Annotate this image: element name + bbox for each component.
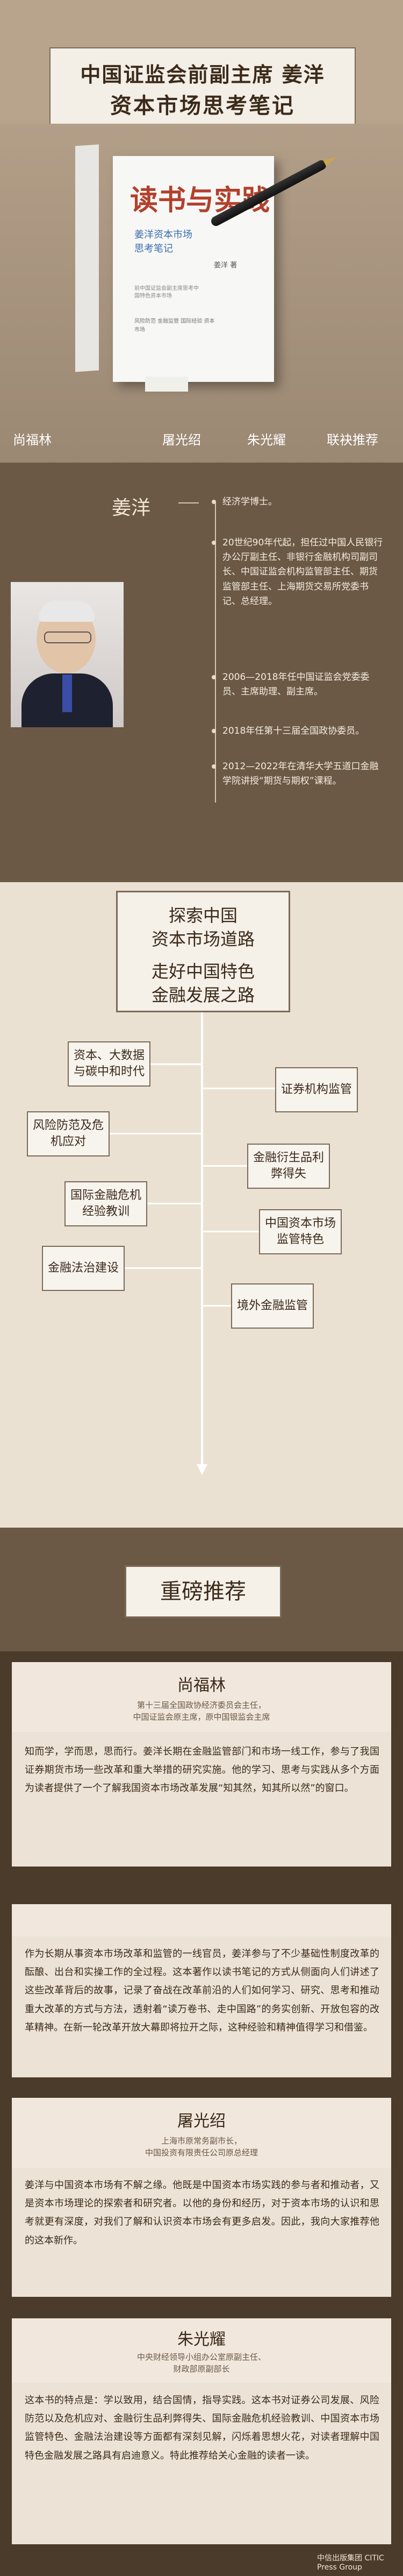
quote-4-title-2: 财政部原副部长 [173, 2364, 230, 2374]
header-line-2: 资本市场思考笔记 [110, 94, 295, 118]
mindmap-node-2: 证券机构监管 [275, 1067, 358, 1112]
mindmap-link-7 [123, 1267, 201, 1269]
quote-3-text: 姜洋与中国资本市场有不解之缘。他既是中国资本市场实践的参与者和推动者，又是资本市… [25, 2180, 379, 2246]
book-author: 姜洋 著 [214, 261, 238, 269]
book-blurb: 前中国证监会副主席思考中国特色资本市场 [134, 286, 199, 299]
mindmap-arrow-icon [197, 1464, 207, 1475]
content-mindmap: 探索中国 资本市场道路 走好中国特色 金融发展之路 资本、大数据与碳中和时代 证… [0, 882, 403, 1528]
quote-block-4: 朱光耀 中央财经领导小组办公室原副主任、 财政部原副部长 这本书的特点是：学以致… [0, 2308, 403, 2576]
quote-1-title-1: 第十三届全国政协经济委员会主任， [136, 1700, 266, 1710]
book-cover: 读书与实践 姜洋资本市场 思考笔记 姜洋 著 前中国证监会副主席思考中国特色资本… [113, 156, 274, 382]
quote-3-name: 屠光绍 [177, 2112, 226, 2131]
author-name-dash [178, 502, 199, 503]
author-bullet-1: 经济学博士。 [212, 495, 384, 509]
author-section: 姜洋 经济学博士。 20世纪90年代起，担任过中国人民银行办公厅副主任、非银行金… [0, 463, 403, 882]
quote-block-1: 尚福林 第十三届全国政协经济委员会主任， 中国证监会原主席，原中国银监会主席 知… [0, 1651, 403, 1883]
recommender-4: 联袂推荐 [327, 432, 378, 448]
quote-block-3: 屠光绍 上海市原常务副市长， 中国投资有限责任公司原总经理 姜洋与中国资本市场有… [0, 2087, 403, 2308]
quote-3-body: 姜洋与中国资本市场有不解之缘。他既是中国资本市场实践的参与者和推动者，又是资本市… [12, 2168, 391, 2297]
book-tags: 风险防范 金融监管 国际经验 资本市场 [134, 318, 215, 333]
mindmap-node-5: 国际金融危机经验教训 [64, 1181, 147, 1226]
quote-4-header: 朱光耀 中央财经领导小组办公室原副主任、 财政部原副部长 [12, 2318, 391, 2383]
photo-hair [39, 600, 95, 622]
recommendation-banner: 重磅推荐 [0, 1528, 403, 1651]
mindmap-main-box: 探索中国 资本市场道路 走好中国特色 金融发展之路 [116, 891, 290, 1012]
header-title-box: 中国证监会前副主席 姜洋 资本市场思考笔记 [49, 47, 356, 125]
timeline-line [215, 501, 216, 803]
mindmap-node-3: 风险防范及危机应对 [27, 1111, 110, 1156]
quote-4-name: 朱光耀 [177, 2330, 226, 2349]
header-line-1: 中国证监会前副主席 姜洋 [80, 63, 325, 87]
header-banner: 中国证监会前副主席 姜洋 资本市场思考笔记 [0, 0, 403, 125]
quote-1-header: 尚福林 第十三届全国政协经济委员会主任， 中国证监会原主席，原中国银监会主席 [12, 1662, 391, 1732]
author-bullet-4: 2018年任第十三届全国政协委员。 [212, 724, 384, 739]
quote-3-title-1: 上海市原常务副市长， [161, 2136, 242, 2146]
mindmap-node-8: 境外金融监管 [231, 1283, 314, 1329]
mindmap-link-4 [203, 1165, 247, 1167]
mindmap-main-line-3: 走好中国特色 [151, 961, 255, 982]
quote-1-text: 知而学，学而思，思而行。姜洋长期在金融监管部门和市场一线工作，参与了我国证券期货… [25, 1746, 379, 1794]
book-spine [75, 144, 99, 372]
mindmap-node-6: 中国资本市场监管特色 [259, 1209, 342, 1254]
mindmap-link-1 [148, 1063, 201, 1065]
mindmap-link-5 [145, 1203, 201, 1204]
recommender-1: 尚福林 [13, 432, 52, 448]
author-photo [11, 582, 124, 727]
quote-2-body: 作为长期从事资本市场改革和监管的一线官员，姜洋参与了不少基础性制度改革的酝酿、出… [12, 1936, 391, 2077]
quote-block-2: 作为长期从事资本市场改革和监管的一线官员，姜洋参与了不少基础性制度改革的酝酿、出… [0, 1883, 403, 2087]
book-shadow [145, 377, 188, 392]
quote-4-body: 这本书的特点是：学以致用，结合国情，指导实践。这本书对证券公司发展、风险防范以及… [12, 2383, 391, 2544]
mindmap-link-8 [203, 1305, 231, 1307]
mindmap-node-4: 金融衍生品利弊得失 [247, 1144, 330, 1189]
quote-1-body: 知而学，学而思，思而行。姜洋长期在金融监管部门和市场一线工作，参与了我国证券期货… [12, 1732, 391, 1867]
recommender-names: 尚福林 屠光绍 朱光耀 联袂推荐 [0, 425, 403, 452]
quote-1-name: 尚福林 [177, 1676, 226, 1695]
recommender-2: 屠光绍 [162, 432, 201, 448]
mindmap-main-line-1: 探索中国 [168, 905, 238, 926]
mindmap-link-3 [107, 1133, 201, 1134]
book-area: 读书与实践 姜洋资本市场 思考笔记 姜洋 著 前中国证监会副主席思考中国特色资本… [0, 124, 403, 463]
author-bullet-3: 2006—2018年任中国证监会党委委员、主席助理、副主席。 [212, 670, 384, 699]
author-bullet-2: 20世纪90年代起，担任过中国人民银行办公厅副主任、非银行金融机构司副司长、中国… [212, 536, 384, 609]
publisher-logo: 中信出版集团 CITIC Press Group [317, 2554, 384, 2572]
quote-3-header: 屠光绍 上海市原常务副市长， 中国投资有限责任公司原总经理 [12, 2098, 391, 2168]
quote-2-header [12, 1904, 391, 1936]
mindmap-main-line-2: 资本市场道路 [151, 929, 255, 949]
recommendation-title: 重磅推荐 [125, 1565, 282, 1618]
quote-1-title-2: 中国证监会原主席，原中国银监会主席 [133, 1712, 270, 1722]
quote-3-title-2: 中国投资有限责任公司原总经理 [145, 2148, 258, 2158]
mindmap-main-line-4: 金融发展之路 [151, 985, 255, 1005]
photo-glasses [44, 631, 91, 643]
mindmap-node-7: 金融法治建设 [42, 1246, 125, 1291]
mindmap-link-2 [203, 1088, 275, 1089]
quote-2-text: 作为长期从事资本市场改革和监管的一线官员，姜洋参与了不少基础性制度改革的酝酿、出… [25, 1948, 379, 2033]
quote-4-text: 这本书的特点是：学以致用，结合国情，指导实践。这本书对证券公司发展、风险防范以及… [25, 2395, 379, 2461]
mindmap-axis [201, 934, 203, 1472]
mindmap-link-6 [203, 1231, 259, 1232]
book-subtitle-2: 思考笔记 [134, 243, 173, 254]
recommender-3: 朱光耀 [247, 432, 286, 448]
book-subtitle-1: 姜洋资本市场 [134, 229, 192, 240]
mindmap-node-1: 资本、大数据与碳中和时代 [68, 1041, 150, 1087]
photo-tie [62, 675, 72, 712]
quote-4-title-1: 中央财经领导小组办公室原副主任、 [136, 2352, 266, 2362]
author-bullet-5: 2012—2022年在清华大学五道口金融学院讲授“期货与期权”课程。 [212, 760, 384, 789]
author-name: 姜洋 [112, 497, 151, 519]
